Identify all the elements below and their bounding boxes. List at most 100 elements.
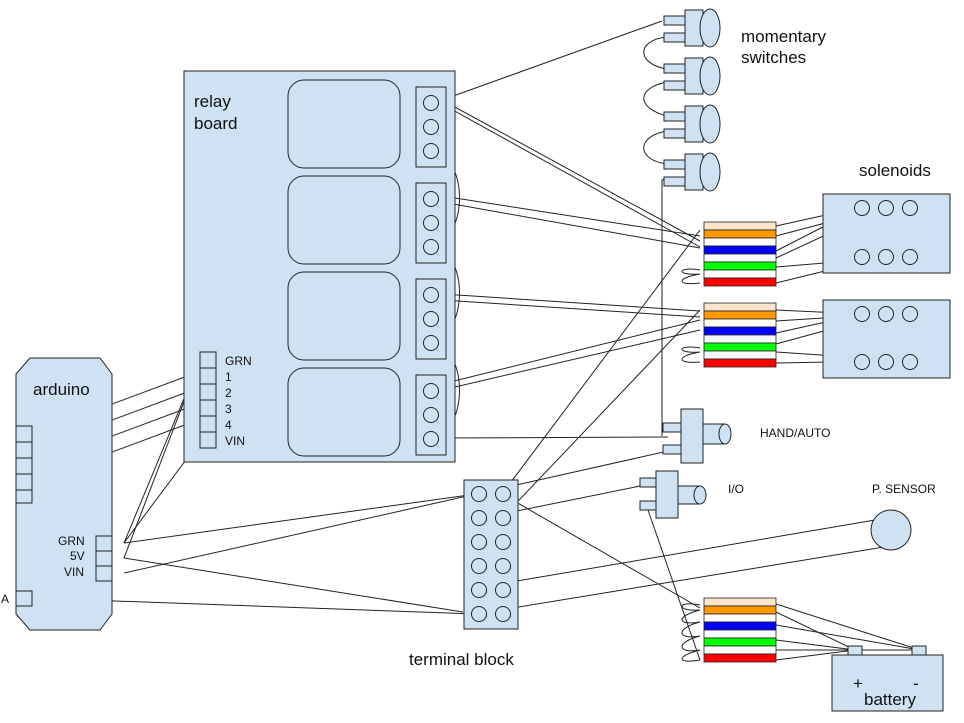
solenoid-connector-1 — [822, 193, 951, 274]
wire-band — [703, 277, 777, 287]
relay-screw — [423, 383, 439, 399]
terminal-screw — [495, 606, 511, 622]
solenoid-pin — [854, 354, 870, 370]
switch-pin — [662, 422, 684, 433]
solenoid-pin — [854, 306, 870, 322]
switch-button — [699, 104, 721, 144]
solenoid-pin — [878, 354, 894, 370]
momentary-switch — [663, 152, 721, 192]
momentary-switch — [663, 56, 721, 96]
relay-pin-label: GRN — [225, 354, 252, 368]
wire-band — [703, 653, 777, 663]
arduino-pin — [15, 457, 33, 475]
switch-body — [655, 470, 679, 519]
arduino-pin — [15, 425, 33, 443]
battery-body — [831, 654, 944, 712]
solenoid-pin — [902, 249, 918, 265]
relay-pin-label: 1 — [225, 370, 232, 384]
relay-screw — [423, 191, 439, 207]
relay-screw — [423, 239, 439, 255]
relay-pin — [199, 399, 217, 417]
switch-pin — [663, 15, 687, 26]
arduino-pin — [15, 489, 33, 504]
terminal-screw — [495, 510, 511, 526]
wire-band — [703, 310, 777, 320]
terminal-screw — [471, 486, 487, 502]
switch-pin — [639, 500, 659, 511]
wire-band — [703, 629, 777, 639]
arduino-pin-label: GRN — [58, 534, 85, 548]
relay-pin — [199, 415, 217, 433]
terminal-screw — [495, 534, 511, 550]
switch-body — [680, 408, 704, 464]
relay-pin-labels: GRN 1 2 3 4 VIN — [225, 354, 252, 448]
arduino-pin — [15, 441, 33, 459]
relay-board-label-line1: relay — [194, 92, 231, 111]
arduino-digital-header — [15, 425, 33, 504]
momentary-switch — [663, 104, 721, 144]
switch-button — [699, 56, 721, 96]
relay-screw — [423, 335, 439, 351]
terminal-screw — [471, 606, 487, 622]
relay-module — [287, 175, 401, 265]
wire-band — [703, 350, 777, 360]
solenoid-connector-2 — [822, 299, 951, 379]
wire-band — [703, 605, 777, 615]
relay-screw — [423, 407, 439, 423]
momentary-switches-label-line2: switches — [741, 48, 806, 67]
arduino: arduino GRN 5V VIN A — [1, 357, 113, 631]
solenoid-pin — [854, 249, 870, 265]
pressure-sensor-label: P. SENSOR — [872, 482, 936, 496]
wire-band — [703, 237, 777, 247]
switch-pin — [663, 111, 687, 122]
relay-pin — [199, 351, 217, 369]
wire-band — [703, 318, 777, 328]
relay-screw — [423, 119, 439, 135]
wire-band — [703, 334, 777, 344]
switch-lever-tip — [693, 485, 707, 505]
pressure-sensor — [870, 509, 912, 551]
wire-band — [703, 269, 777, 279]
wire-bundle-2 — [703, 302, 777, 368]
wire-band — [703, 621, 777, 631]
relay-module — [287, 271, 401, 361]
relay-screw — [423, 287, 439, 303]
relay-board: relay board — [183, 70, 456, 463]
battery-label: battery — [864, 690, 916, 709]
switch-pin — [663, 32, 687, 43]
wire-band — [703, 261, 777, 271]
momentary-switches — [663, 8, 721, 192]
wire-bundle-3 — [703, 597, 777, 663]
solenoid-pin — [854, 200, 870, 216]
relay-pin-label: 4 — [225, 418, 232, 432]
arduino-pin-label: VIN — [64, 565, 84, 579]
relay-pin — [199, 367, 217, 385]
arduino-pin — [95, 565, 113, 582]
arduino-pin-label: 5V — [70, 549, 85, 563]
switch-pin — [663, 159, 687, 170]
switch-pin — [639, 477, 659, 488]
switch-button — [699, 152, 721, 192]
battery-negative-terminal — [911, 645, 927, 656]
wire-band — [703, 613, 777, 623]
terminal-block — [463, 479, 519, 630]
solenoid-pin — [878, 306, 894, 322]
hand-auto-switch — [662, 408, 732, 464]
relay-screw-terminals — [415, 86, 447, 456]
solenoids-label: solenoids — [859, 161, 931, 180]
wire-band — [703, 245, 777, 255]
arduino-pin-label: A — [1, 592, 9, 606]
arduino-power-header — [15, 535, 113, 607]
arduino-pin — [95, 535, 113, 552]
switch-pin — [663, 63, 687, 74]
solenoid-pin — [878, 200, 894, 216]
arduino-pin — [15, 590, 33, 607]
relay-pin-label: 3 — [225, 402, 232, 416]
wire-band — [703, 597, 777, 607]
terminal-screw — [471, 510, 487, 526]
wire-band — [703, 253, 777, 263]
relay-pin — [199, 431, 217, 449]
relay-modules — [287, 79, 401, 457]
battery-positive-terminal — [847, 645, 863, 656]
